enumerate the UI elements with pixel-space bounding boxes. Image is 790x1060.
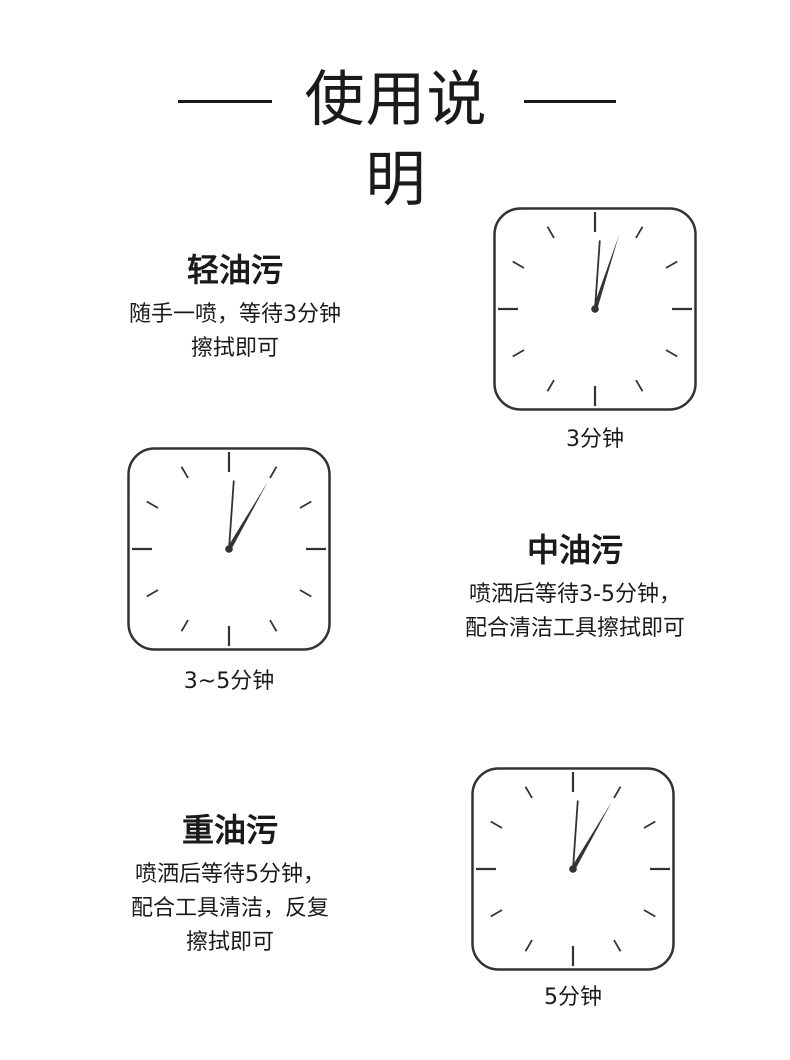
section-light-grease: 轻油污 随手一喷，等待3分钟 擦拭即可 xyxy=(90,248,380,366)
clock-frame xyxy=(471,767,675,971)
clock-tick xyxy=(180,466,189,479)
clock-tick xyxy=(546,226,555,239)
clock-icon xyxy=(127,447,331,651)
clock-face xyxy=(127,447,331,651)
page-header: 使用说明 xyxy=(0,60,790,215)
clock-tick xyxy=(635,226,644,239)
description-line: 配合清洁工具擦拭即可 xyxy=(464,616,685,641)
clock-tick xyxy=(524,786,533,799)
description-line: 擦拭即可 xyxy=(190,336,279,361)
clock-icon xyxy=(493,207,697,411)
description-line: 喷洒后等待5分钟， xyxy=(135,862,325,887)
clock-tick xyxy=(269,466,278,479)
clock-tick xyxy=(146,500,159,509)
clock-center-dot xyxy=(569,865,577,873)
description-line: 随手一喷，等待3分钟 xyxy=(129,302,341,327)
clock-hour-hand xyxy=(594,240,601,310)
description-line: 配合工具清洁，反复 xyxy=(130,896,329,921)
section-title: 轻油污 xyxy=(186,251,283,289)
description-line: 喷洒后等待3-5分钟， xyxy=(469,582,681,607)
clock-face xyxy=(471,767,675,971)
section-title: 中油污 xyxy=(526,531,623,569)
clock-caption: 3~5分钟 xyxy=(183,669,275,694)
clock-caption: 3分钟 xyxy=(566,427,624,452)
clock-tick xyxy=(146,589,159,598)
clock-tick xyxy=(180,619,189,632)
section-description: 随手一喷，等待3分钟 擦拭即可 xyxy=(90,298,380,366)
clock-tick xyxy=(512,260,525,269)
page-title: 使用说明 xyxy=(304,65,488,215)
clock-tick xyxy=(643,909,656,918)
section-heavy-grease: 重油污 喷洒后等待5分钟， 配合工具清洁，反复 擦拭即可 xyxy=(85,808,375,960)
clock-minute-hand xyxy=(592,234,620,310)
clock-frame xyxy=(127,447,331,651)
clock-tick xyxy=(643,820,656,829)
clock-icon xyxy=(471,767,675,971)
clock-minute-hand xyxy=(571,801,612,871)
clock-center-dot xyxy=(591,305,599,313)
clock-tick xyxy=(269,619,278,632)
clock-hour-hand xyxy=(572,800,579,870)
clock-tick xyxy=(613,786,622,799)
clock-tick xyxy=(512,349,525,358)
clock-tick xyxy=(665,349,678,358)
clock-tick xyxy=(299,500,312,509)
clock-tick xyxy=(635,379,644,392)
clock-tick xyxy=(490,820,503,829)
clock-face xyxy=(493,207,697,411)
clock-caption: 5分钟 xyxy=(544,985,602,1010)
header-rule-left xyxy=(178,100,272,103)
clock-center-dot xyxy=(225,545,233,553)
clock-tick xyxy=(546,379,555,392)
section-description: 喷洒后等待5分钟， 配合工具清洁，反复 擦拭即可 xyxy=(85,858,375,960)
section-medium-grease: 中油污 喷洒后等待3-5分钟， 配合清洁工具擦拭即可 xyxy=(420,528,730,646)
clock-hour-hand xyxy=(228,480,235,550)
clock-tick xyxy=(524,939,533,952)
clock-tick xyxy=(665,260,678,269)
clock-frame xyxy=(493,207,697,411)
header-rule-right xyxy=(524,100,616,103)
clock-tick xyxy=(490,909,503,918)
section-description: 喷洒后等待3-5分钟， 配合清洁工具擦拭即可 xyxy=(420,578,730,646)
clock-tick xyxy=(613,939,622,952)
clock-tick xyxy=(299,589,312,598)
clock-minute-hand xyxy=(227,481,268,551)
description-line: 擦拭即可 xyxy=(185,930,274,955)
section-title: 重油污 xyxy=(181,811,278,849)
